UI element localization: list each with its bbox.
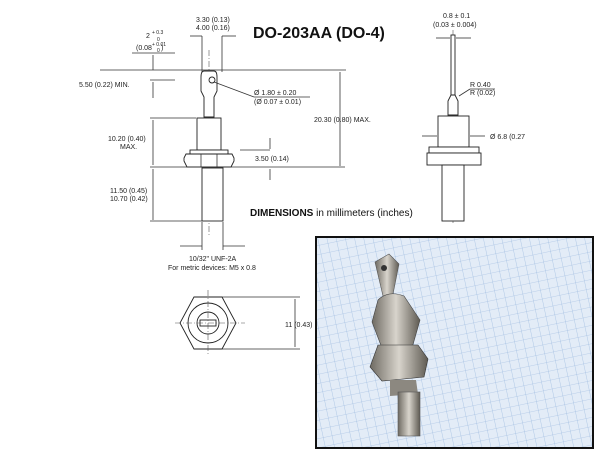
tol-in-minus: 0 — [157, 48, 160, 54]
tol-in-base: (0.08 — [136, 45, 152, 52]
tol-in-close: ) — [161, 45, 163, 52]
bottom-view: 11 (0.43) — [175, 290, 313, 356]
lead-width-in: (0.03 ± 0.004) — [433, 22, 477, 29]
hex-height-label: 3.50 (0.14) — [255, 156, 289, 163]
hole-dia-mm: Ø 1.80 ± 0.20 — [254, 90, 296, 97]
side-hex — [426, 152, 482, 166]
front-view: 3.30 (0.13) 4.00 (0.16) 2 + 0.3 0 (0.08 … — [79, 17, 371, 272]
radius-in: R (0.02) — [470, 90, 495, 97]
stud-length-max: 11.50 (0.45) — [110, 188, 147, 195]
tol-mm-base: 2 — [146, 33, 150, 40]
side-body — [437, 115, 470, 148]
body-height-label: 10.20 (0.40) — [108, 136, 146, 143]
terminal-width-in: 4.00 (0.16) — [196, 25, 230, 32]
radius-mm: R 0.40 — [470, 82, 491, 89]
hex-across-label: 11 (0.43) — [285, 322, 313, 329]
hex-nut — [183, 153, 235, 168]
tol-mm-plus: + 0.3 — [152, 30, 163, 36]
lead-width-mm: 0.8 ± 0.1 — [443, 13, 470, 20]
stud-length-min: 10.70 (0.42) — [110, 196, 148, 203]
body-dia-label: Ø 6.8 (0.27 — [490, 134, 525, 141]
body-height-max: MAX. — [120, 144, 137, 151]
threaded-stud — [201, 167, 224, 222]
side-view: 0.8 ± 0.1 (0.03 ± 0.004) R 0.40 R (0.02)… — [422, 13, 525, 225]
side-stud — [441, 164, 465, 222]
package-title: DO-203AA (DO-4) — [253, 25, 385, 42]
diode-photo — [315, 236, 594, 449]
lead — [450, 34, 456, 96]
min-length-label: 5.50 (0.22) MIN. — [79, 82, 130, 89]
tol-mm-minus: 0 — [157, 37, 160, 43]
terminal-width-mm: 3.30 (0.13) — [196, 17, 230, 24]
body — [196, 117, 222, 151]
hole-dia-in: (Ø 0.07 ± 0.01) — [254, 99, 301, 106]
overall-length-label: 20.30 (0.80) MAX. — [314, 117, 371, 124]
thread-spec: 10/32" UNF-2A — [189, 256, 237, 263]
terminal-hole — [208, 76, 216, 84]
thread-metric: For metric devices: M5 x 0.8 — [168, 265, 256, 272]
washer — [189, 149, 229, 155]
dimensions-note: DIMENSIONS in millimeters (inches) — [250, 208, 413, 219]
tol-in-plus: + 0.01 — [152, 42, 166, 48]
